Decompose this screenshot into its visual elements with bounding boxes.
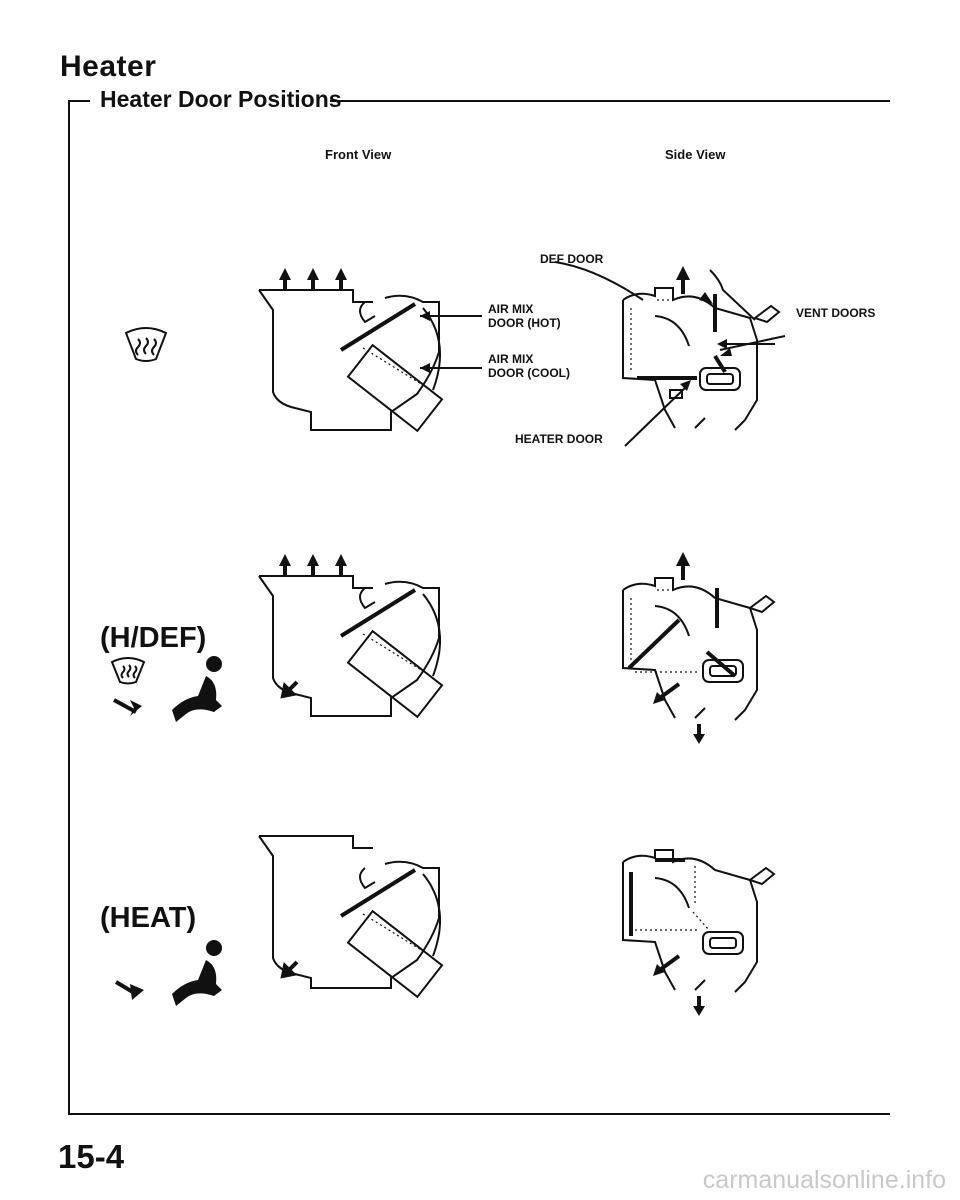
mode-label-heat: (HEAT): [100, 902, 197, 934]
vent-doors-label: VENT DOORS: [796, 306, 876, 320]
side-view-heading: Side View: [665, 147, 726, 162]
callout-leaders-front: [420, 311, 482, 373]
heater-door-label: HEATER DOOR: [515, 432, 603, 446]
mode-label-hdef: (H/DEF): [100, 622, 207, 654]
outlet-arrows: [279, 268, 347, 290]
section-rule-right: [330, 100, 890, 102]
front-view-diagram-def: [258, 268, 444, 433]
side-view-diagram-hdef: [622, 552, 776, 744]
air-mix-cool-line2: DOOR (COOL): [488, 366, 570, 380]
air-mix-door-hot-label: AIR MIX DOOR (HOT): [488, 302, 561, 330]
side-view-diagram-def: [554, 261, 786, 447]
page-title: Heater: [60, 50, 157, 83]
watermark: carmanualsonline.info: [702, 1166, 946, 1194]
front-view-diagram-hdef: [258, 554, 444, 719]
frame-bottom-border: [68, 1113, 890, 1115]
section-title: Heater Door Positions: [100, 86, 342, 112]
air-mix-hot-line1: AIR MIX: [488, 302, 534, 316]
front-view-diagram-heat: [258, 835, 444, 999]
frame-left-border: [68, 100, 70, 1115]
front-view-heading: Front View: [325, 147, 392, 162]
air-mix-hot-line2: DOOR (HOT): [488, 316, 561, 330]
section-rule-left: [68, 100, 90, 102]
defrost-and-foot-icon: [110, 656, 222, 722]
page-number: 15-4: [58, 1138, 125, 1175]
side-view-diagram-heat: [622, 849, 776, 1016]
defrost-icon: [124, 327, 168, 362]
foot-airflow-icon: [114, 940, 222, 1006]
air-mix-cool-line1: AIR MIX: [488, 352, 534, 366]
air-mix-door-cool-label: AIR MIX DOOR (COOL): [488, 352, 570, 380]
